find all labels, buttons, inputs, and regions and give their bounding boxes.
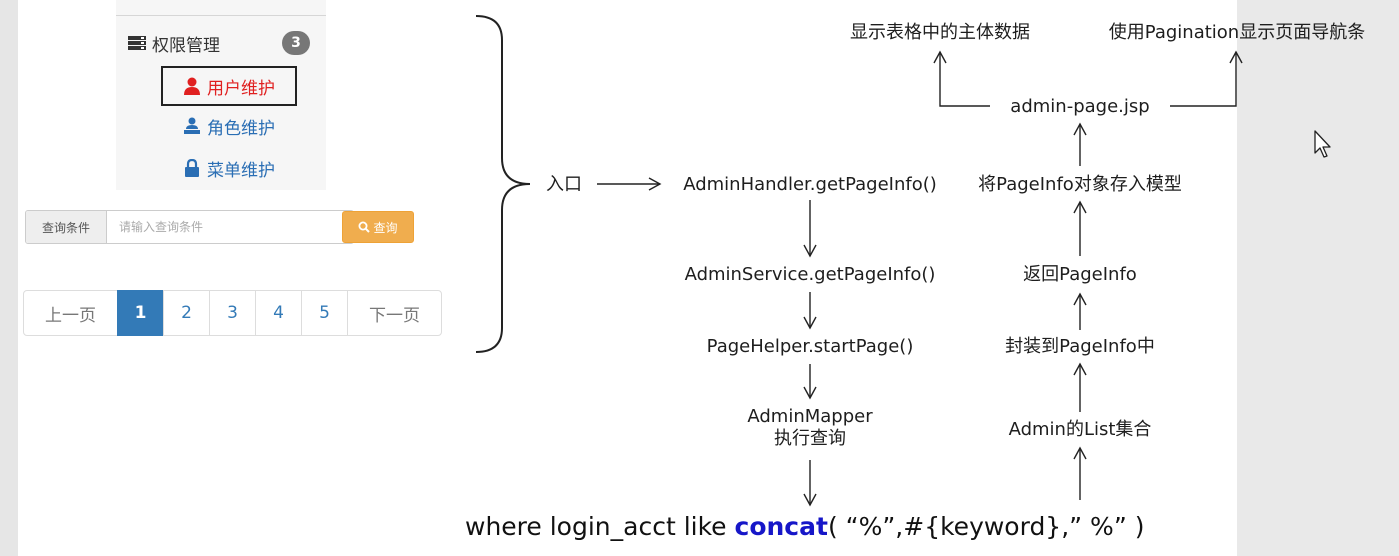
handler-node: AdminHandler.getPageInfo() [683,174,937,195]
entry-label: 入口 [546,174,582,195]
return-node: 返回PageInfo [1023,264,1137,285]
lock-icon [185,159,199,177]
mapper-node: AdminMapper 执行查询 [747,406,872,450]
list-node: Admin的List集合 [1008,419,1152,440]
sidebar-item-label: 用户维护 [207,78,275,99]
helper-node: PageHelper.startPage() [706,336,914,357]
search-icon [358,221,371,233]
page-button-2[interactable]: 2 [163,290,210,336]
page-button-3[interactable]: 3 [209,290,256,336]
page-button-5[interactable]: 5 [301,290,348,336]
right-gutter [1237,0,1399,556]
search-button-label: 查询 [373,220,398,235]
mouse-pointer-icon [1314,130,1331,158]
role-icon [184,117,200,134]
page-button-4[interactable]: 4 [255,290,302,336]
arrow-jsp-to-nav [1170,50,1243,107]
search-input[interactable] [107,211,353,243]
search-button[interactable]: 查询 [342,211,414,243]
search-addon-label: 查询条件 [26,211,107,243]
pagination: 上一页 1 2 3 4 5 下一页 [23,290,442,336]
left-gutter [0,0,18,556]
show-nav-node: 使用Pagination显示页面导航条 [1108,22,1366,43]
sidebar-item-menu-maintenance[interactable]: 菜单维护 [183,155,275,181]
search-group: 查询条件 [25,210,354,244]
arrow-jsp-to-table [933,50,990,107]
sidebar-item-label: 菜单维护 [207,160,275,181]
count-badge: 3 [282,31,310,55]
wrap-node: 封装到PageInfo中 [1005,336,1155,357]
sidebar-item-user-maintenance[interactable]: 用户维护 [161,66,297,106]
mapper-node-line2: 执行查询 [773,428,846,449]
sidebar-item-role-maintenance[interactable]: 角色维护 [183,113,275,139]
server-icon [128,36,146,50]
show-table-node: 显示表格中的主体数据 [850,22,1030,43]
prev-page-button[interactable]: 上一页 [23,290,118,336]
menu-group-permissions[interactable]: 权限管理 [128,30,220,56]
sql-keyword: concat [734,512,828,541]
sidebar-divider [116,15,326,16]
user-icon [184,77,200,95]
next-page-button[interactable]: 下一页 [347,290,442,336]
sql-suffix: ( “%”,#{keyword},” %” ) [827,512,1145,541]
sidebar-item-label: 角色维护 [207,118,275,139]
store-node: 将PageInfo对象存入模型 [978,174,1182,195]
menu-group-label: 权限管理 [152,35,220,56]
curly-brace [475,15,531,353]
jsp-node: admin-page.jsp [1010,96,1150,117]
service-node: AdminService.getPageInfo() [684,264,936,285]
sql-clause: where login_acct like concat( “%”,#{keyw… [465,512,1144,541]
sql-prefix: where login_acct like [465,512,735,541]
mapper-node-line1: AdminMapper [747,406,873,427]
